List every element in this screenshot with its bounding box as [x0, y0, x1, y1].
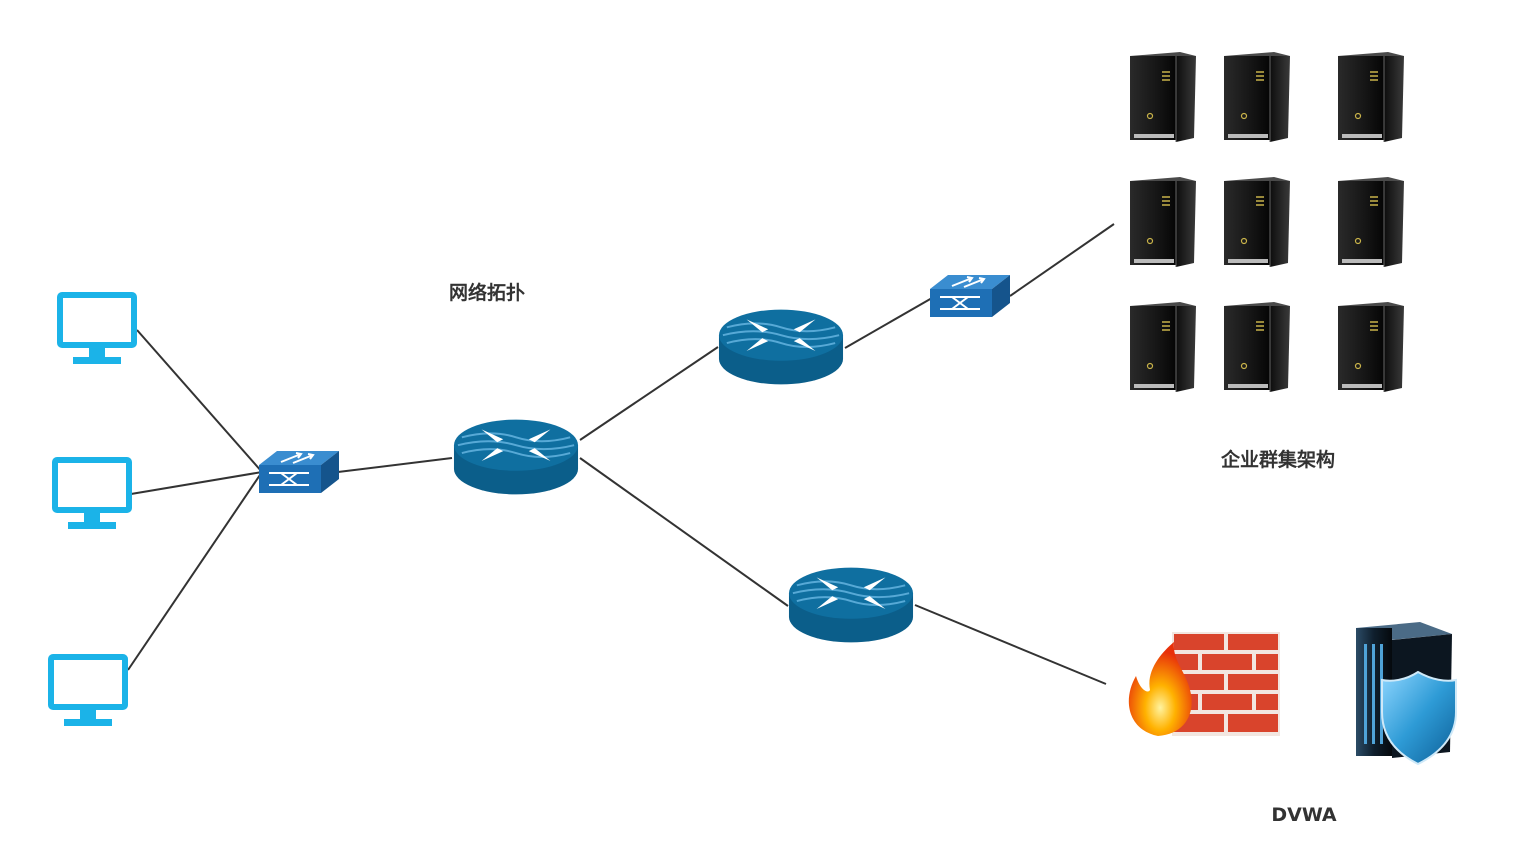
link-upper-switch2 [844, 297, 933, 349]
server-cluster [1129, 51, 1405, 393]
monitor-icon[interactable] [55, 460, 129, 529]
tower-server-icon[interactable] [1337, 176, 1405, 268]
connection-lines [127, 223, 1115, 685]
link-pc1-switch [136, 329, 263, 473]
shield-icon [1381, 670, 1457, 766]
monitor-icon[interactable] [60, 295, 134, 364]
router-icon[interactable] [452, 418, 580, 496]
switch-icon[interactable] [930, 274, 1010, 318]
link-core-upper [579, 346, 719, 441]
tower-server-icon[interactable] [1129, 176, 1197, 268]
tower-server-icon[interactable] [1223, 51, 1291, 143]
link-pc2-switch [130, 471, 263, 495]
link-switch2-cluster [1009, 223, 1115, 297]
link-lower-dvwa [914, 604, 1107, 685]
link-core-lower [579, 457, 789, 607]
link-switch-core [337, 457, 453, 473]
tower-server-icon[interactable] [1129, 51, 1197, 143]
link-pc3-switch [127, 471, 263, 671]
tower-server-icon[interactable] [1223, 176, 1291, 268]
router-icon[interactable] [787, 566, 915, 644]
topology-label: 网络拓扑 [449, 281, 525, 304]
firewall-icon[interactable] [1128, 632, 1280, 736]
monitor-icon[interactable] [51, 657, 125, 726]
flame-icon [1128, 642, 1192, 736]
dvwa-label: DVWA [1271, 804, 1337, 826]
tower-server-icon[interactable] [1223, 301, 1291, 393]
tower-server-icon[interactable] [1337, 301, 1405, 393]
cluster-label: 企业群集架构 [1220, 448, 1335, 471]
tower-server-icon[interactable] [1129, 301, 1197, 393]
switch-icon[interactable] [259, 450, 339, 494]
brick-wall [1172, 632, 1280, 736]
router-icon[interactable] [717, 308, 845, 386]
shield-server-icon[interactable] [1356, 622, 1457, 766]
tower-server-icon[interactable] [1337, 51, 1405, 143]
